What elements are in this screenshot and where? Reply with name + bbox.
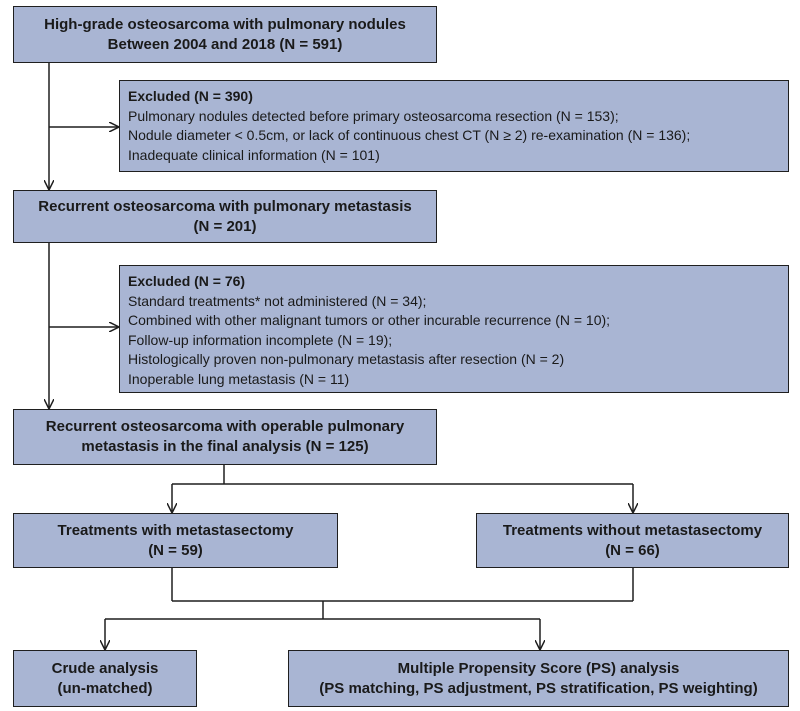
excluded-1-item: Inadequate clinical information (N = 101… — [128, 146, 380, 163]
without-metastasectomy-box: Treatments without metastasectomy (N = 6… — [476, 513, 789, 568]
without-line-1: Treatments without metastasectomy — [502, 521, 763, 539]
crude-line-2: (un-matched) — [57, 679, 153, 697]
final-line-1: Recurrent osteosarcoma with operable pul… — [45, 418, 405, 435]
recurrent-line-2: (N = 201) — [193, 217, 257, 235]
excluded-2-item: Inoperable lung metastasis (N = 11) — [128, 370, 350, 387]
excluded-1-item: Nodule diameter < 0.5cm, or lack of cont… — [128, 127, 691, 143]
crude-line-1: Crude analysis — [51, 659, 159, 677]
without-line-2: (N = 66) — [605, 541, 660, 559]
with-line-1: Treatments with metastasectomy — [57, 521, 294, 539]
final-analysis-box: Recurrent osteosarcoma with operable pul… — [13, 409, 437, 465]
excluded-1-header: Excluded (N = 390) — [128, 88, 253, 104]
ps-analysis-box: Multiple Propensity Score (PS) analysis … — [288, 650, 789, 707]
with-line-2: (N = 59) — [148, 541, 203, 559]
excluded-2-item: Follow-up information incomplete (N = 19… — [128, 331, 393, 348]
excluded-box-2: Excluded (N = 76) Standard treatments* n… — [119, 265, 789, 393]
ps-line-2: (PS matching, PS adjustment, PS stratifi… — [319, 679, 758, 697]
with-metastasectomy-box: Treatments with metastasectomy (N = 59) — [13, 513, 338, 568]
ps-line-1: Multiple Propensity Score (PS) analysis — [397, 659, 680, 677]
start-box: High-grade osteosarcoma with pulmonary n… — [13, 6, 437, 63]
final-line-2: metastasis in the final analysis (N = 12… — [81, 438, 369, 455]
excluded-box-1: Excluded (N = 390) Pulmonary nodules det… — [119, 80, 789, 172]
excluded-2-item: Standard treatments* not administered (N… — [128, 292, 427, 309]
start-line-2: Between 2004 and 2018 (N = 591) — [107, 35, 343, 53]
recurrent-box: Recurrent osteosarcoma with pulmonary me… — [13, 190, 437, 243]
excluded-2-item: Histologically proven non-pulmonary meta… — [128, 351, 565, 367]
recurrent-line-1: Recurrent osteosarcoma with pulmonary me… — [38, 197, 412, 215]
excluded-1-item: Pulmonary nodules detected before primar… — [128, 107, 619, 124]
excluded-2-header: Excluded (N = 76) — [128, 273, 246, 289]
start-line-1: High-grade osteosarcoma with pulmonary n… — [44, 15, 406, 33]
crude-analysis-box: Crude analysis (un-matched) — [13, 650, 197, 707]
excluded-2-item: Combined with other malignant tumors or … — [128, 312, 611, 328]
